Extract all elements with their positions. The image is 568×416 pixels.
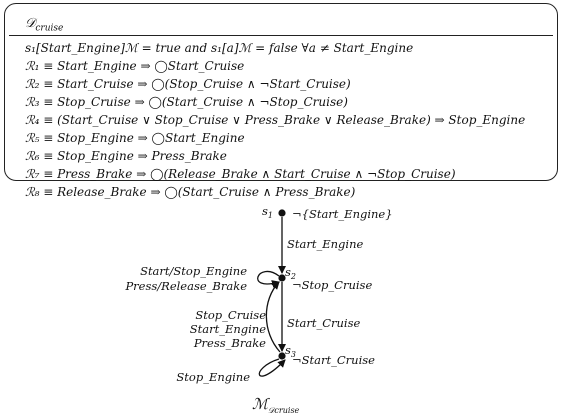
- model-caption: ℳ𝒟cruise: [252, 395, 300, 415]
- edge-s2-s3-label: Start_Cruise: [287, 316, 361, 330]
- rule-r7: ℛ₇ ≡ Press_Brake ⇒ ◯(Release_Brake ∧ Sta…: [25, 167, 456, 181]
- spec-title: 𝒟cruise: [25, 16, 63, 34]
- rule-r6: ℛ₆ ≡ Stop_Engine ⇒ Press_Brake: [25, 149, 227, 163]
- edge-s3-self-loop: [258, 358, 286, 377]
- state-s1-annotation: ¬{Start_Engine}: [292, 207, 393, 221]
- state-s2-annotation: ¬Stop_Cruise: [292, 278, 372, 292]
- state-s2-node: [278, 274, 286, 282]
- edge-s3-s2-label-3: Press_Brake: [193, 336, 266, 350]
- spec-divider: [9, 35, 553, 36]
- edge-s3-self-label: Stop_Engine: [176, 370, 250, 384]
- spec-title-symbol: 𝒟: [25, 16, 36, 31]
- edge-s3-s2-label-1: Stop_Cruise: [195, 308, 266, 322]
- state-s3-annotation: ¬Start_Cruise: [292, 353, 375, 367]
- rule-r1: ℛ₁ ≡ Start_Engine ⇒ ◯Start_Cruise: [25, 59, 245, 73]
- rules-list: s₁[Start_Engine]ℳ = true and s₁[a]ℳ = fa…: [25, 39, 525, 201]
- edge-s1-s2-label: Start_Engine: [287, 237, 363, 251]
- rule-r2: ℛ₂ ≡ Start_Cruise ⇒ ◯(Stop_Cruise ∧ ¬Sta…: [25, 77, 351, 91]
- kripke-model-diagram: s1 s2 s3 ¬{Start_Engine} ¬Stop_Cruise ¬S…: [124, 204, 393, 415]
- edge-s2-self-label-2: Press/Release_Brake: [124, 279, 247, 293]
- state-s1-node: [278, 209, 286, 217]
- initial-condition: s₁[Start_Engine]ℳ = true and s₁[a]ℳ = fa…: [25, 41, 414, 55]
- spec-title-subscript: cruise: [35, 23, 64, 34]
- specification-box: 𝒟cruise s₁[Start_Engine]ℳ = true and s₁[…: [4, 3, 558, 199]
- state-s3-label: s3: [285, 343, 296, 359]
- edge-s2-self-loop: [257, 270, 280, 288]
- edge-s2-self-label-1: Start/Stop_Engine: [140, 264, 247, 278]
- state-s3-node: [278, 352, 286, 360]
- rule-r8: ℛ₈ ≡ Release_Brake ⇒ ◯(Start_Cruise ∧ Pr…: [25, 185, 356, 199]
- rule-r3: ℛ₃ ≡ Stop_Cruise ⇒ ◯(Start_Cruise ∧ ¬Sto…: [25, 95, 348, 109]
- edge-s3-s2-label-2: Start_Engine: [190, 322, 266, 336]
- state-s2-label: s2: [285, 265, 296, 281]
- rule-r4: ℛ₄ ≡ (Start_Cruise ∨ Stop_Cruise ∨ Press…: [25, 113, 526, 127]
- state-s1-label: s1: [262, 204, 273, 220]
- edge-s3-s2: [265, 281, 281, 353]
- rule-r5: ℛ₅ ≡ Stop_Engine ⇒ ◯Start_Engine: [25, 131, 245, 145]
